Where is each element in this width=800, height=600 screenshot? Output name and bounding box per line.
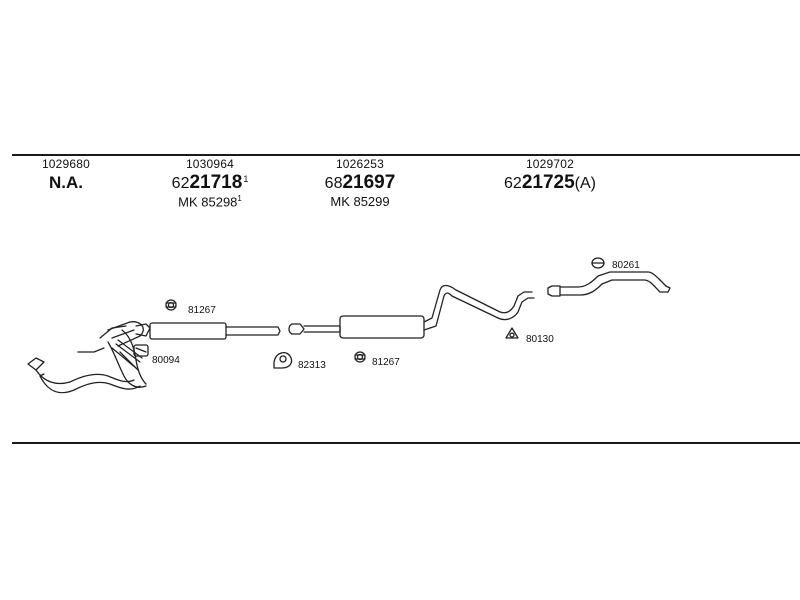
hanger-ring-icon: [591, 257, 605, 269]
front-pipe: [27, 321, 147, 394]
callout-80094: 80094: [152, 355, 180, 366]
hanger-ring-icon: [505, 327, 519, 339]
callout-81267: 81267: [372, 357, 400, 368]
top-divider: [12, 154, 800, 156]
callout-80130: 80130: [526, 334, 554, 345]
callout-80261: 80261: [612, 260, 640, 271]
part-column-front-silencer: 1030964 62217181 MK 852981: [160, 157, 260, 209]
part-number: 62217181: [171, 172, 249, 193]
part-id: 1029680: [41, 157, 91, 171]
callout-81267: 81267: [188, 305, 216, 316]
tail-pipe: [547, 271, 671, 297]
part-number: 6821697: [324, 172, 396, 193]
bottom-divider: [12, 442, 800, 444]
part-id: 1029702: [525, 157, 575, 171]
front-silencer: [135, 322, 281, 340]
part-column-center-silencer: 1026253 6821697 MK 85299: [310, 157, 410, 209]
part-column-tail-pipe: 1029702 6221725(A): [495, 157, 605, 194]
part-column-front-pipe: 1029680 N.A.: [36, 157, 96, 193]
part-id: 1030964: [185, 157, 235, 171]
part-number: 6221725(A): [504, 172, 596, 193]
gasket-icon: [133, 344, 149, 357]
rubber-mount-icon: [273, 351, 293, 369]
center-silencer: [288, 284, 535, 339]
callout-82313: 82313: [298, 360, 326, 371]
clamp-icon: [165, 299, 177, 311]
mk-number: MK 85299: [330, 194, 390, 209]
not-available-label: N.A.: [49, 173, 83, 192]
clamp-icon: [354, 351, 366, 363]
part-id: 1026253: [335, 157, 385, 171]
mk-number: MK 852981: [178, 194, 242, 210]
